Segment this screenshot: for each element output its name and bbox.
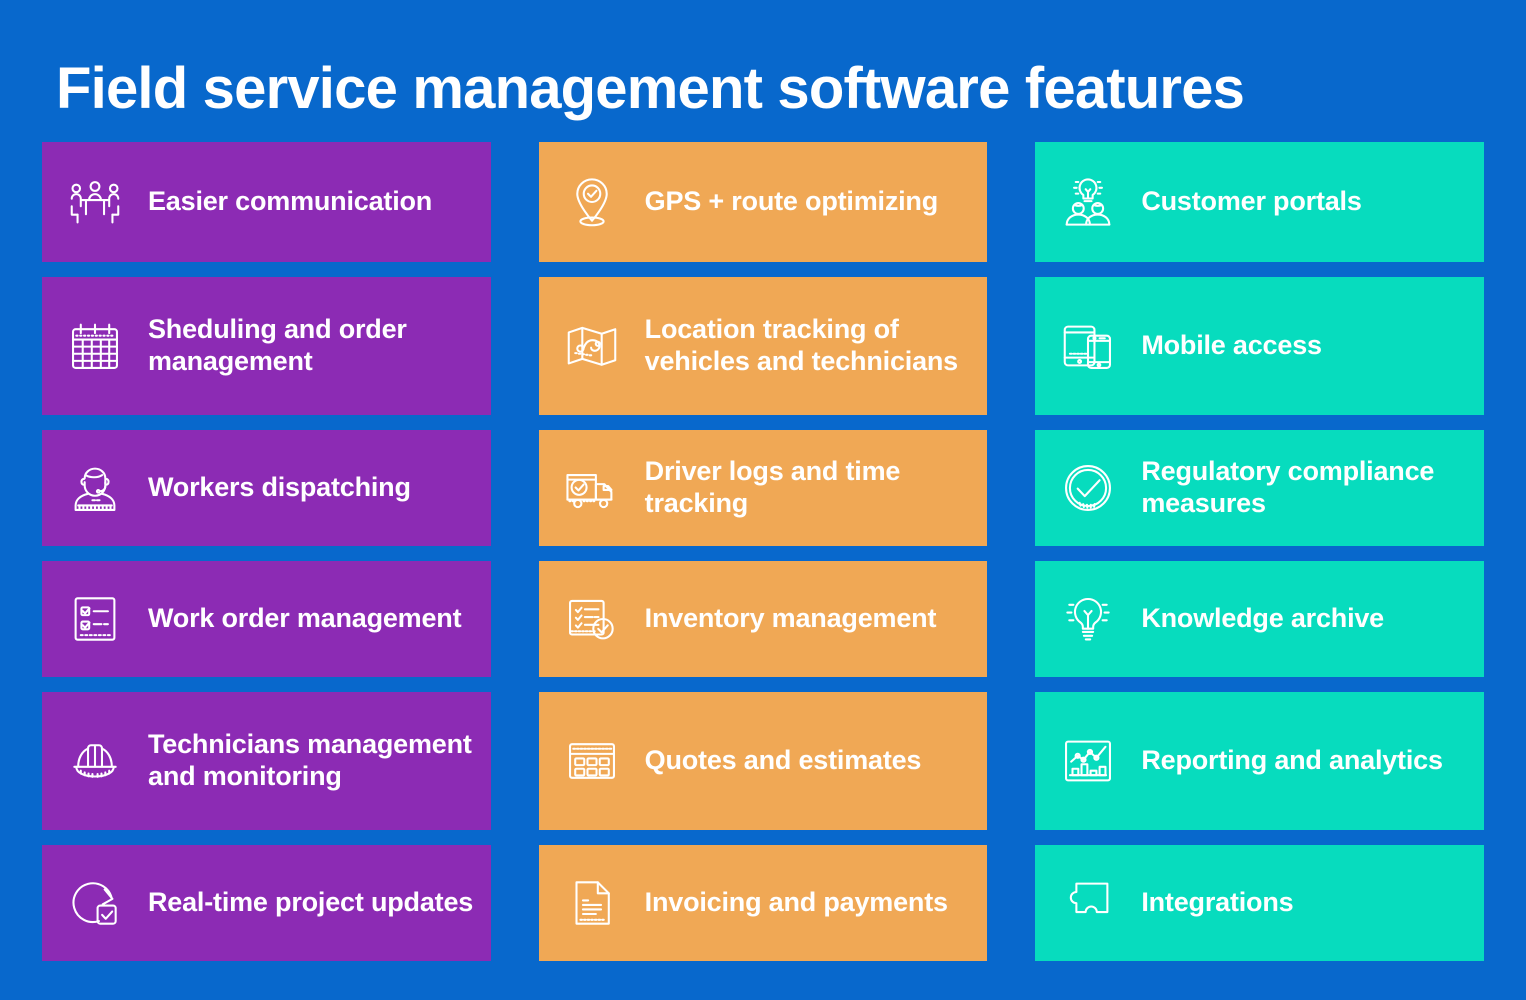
feature-card[interactable]: Integrations <box>1035 845 1484 961</box>
page-title: Field service management software featur… <box>56 56 1245 121</box>
feature-card[interactable]: Technicians management and monitoring <box>42 692 491 830</box>
feature-card[interactable]: Customer portals <box>1035 142 1484 262</box>
feature-card[interactable]: Real-time project updates <box>42 845 491 961</box>
check-circle-icon <box>1051 451 1125 525</box>
feature-card[interactable]: Mobile access <box>1035 277 1484 415</box>
lightbulb-icon <box>1051 582 1125 656</box>
hard-hat-icon <box>58 724 132 798</box>
feature-card-label: Customer portals <box>1141 186 1362 217</box>
feature-card[interactable]: Driver logs and time tracking <box>538 430 988 546</box>
feature-card-label: Real-time project updates <box>148 887 474 918</box>
feature-card-label: Mobile access <box>1141 330 1322 361</box>
refresh-check-icon <box>58 866 132 940</box>
feature-card-label: Invoicing and payments <box>644 887 948 918</box>
delivery-truck-check-icon <box>555 451 629 525</box>
invoice-document-icon <box>555 866 629 940</box>
feature-card[interactable]: Inventory management <box>538 561 988 677</box>
meeting-people-icon <box>58 165 132 239</box>
feature-card-label: Driver logs and time tracking <box>644 456 901 518</box>
inventory-checklist-icon <box>555 582 629 656</box>
puzzle-piece-icon <box>1051 866 1125 940</box>
feature-card[interactable]: Sheduling and order management <box>42 277 491 415</box>
feature-card-label: Reporting and analytics <box>1141 745 1443 776</box>
feature-card[interactable]: GPS + route optimizing <box>538 142 988 262</box>
feature-card-label: Location tracking of vehicles and techni… <box>644 314 959 376</box>
feature-card-grid: Easier communication GPS + route optimiz… <box>42 142 1484 966</box>
feature-card-label: GPS + route optimizing <box>644 186 939 217</box>
feature-card[interactable]: Regulatory compliance measures <box>1035 430 1484 546</box>
feature-card[interactable]: Knowledge archive <box>1035 561 1484 677</box>
feature-card[interactable]: Quotes and estimates <box>538 692 988 830</box>
feature-card-label: Easier communication <box>148 186 433 217</box>
map-pin-check-icon <box>555 165 629 239</box>
feature-card[interactable]: Easier communication <box>42 142 491 262</box>
calendar-icon <box>58 309 132 383</box>
feature-card[interactable]: Reporting and analytics <box>1035 692 1484 830</box>
feature-card-label: Technicians management and monitoring <box>148 729 472 791</box>
headset-worker-icon <box>58 451 132 525</box>
feature-card-label: Workers dispatching <box>148 472 411 503</box>
feature-card[interactable]: Work order management <box>42 561 491 677</box>
quote-grid-icon <box>555 724 629 798</box>
feature-card-label: Sheduling and order management <box>148 314 407 376</box>
feature-card[interactable]: Invoicing and payments <box>538 845 988 961</box>
checklist-document-icon <box>58 582 132 656</box>
feature-card[interactable]: Workers dispatching <box>42 430 491 546</box>
feature-card-label: Regulatory compliance measures <box>1141 456 1435 518</box>
feature-card-label: Work order management <box>148 603 462 634</box>
feature-card-label: Quotes and estimates <box>644 745 922 776</box>
map-route-icon <box>555 309 629 383</box>
feature-card-label: Integrations <box>1141 887 1294 918</box>
lightbulb-people-icon <box>1051 165 1125 239</box>
feature-card-label: Knowledge archive <box>1141 603 1384 634</box>
chart-report-icon <box>1051 724 1125 798</box>
feature-card[interactable]: Location tracking of vehicles and techni… <box>538 277 988 415</box>
feature-card-label: Inventory management <box>644 603 937 634</box>
tablet-phone-icon <box>1051 309 1125 383</box>
